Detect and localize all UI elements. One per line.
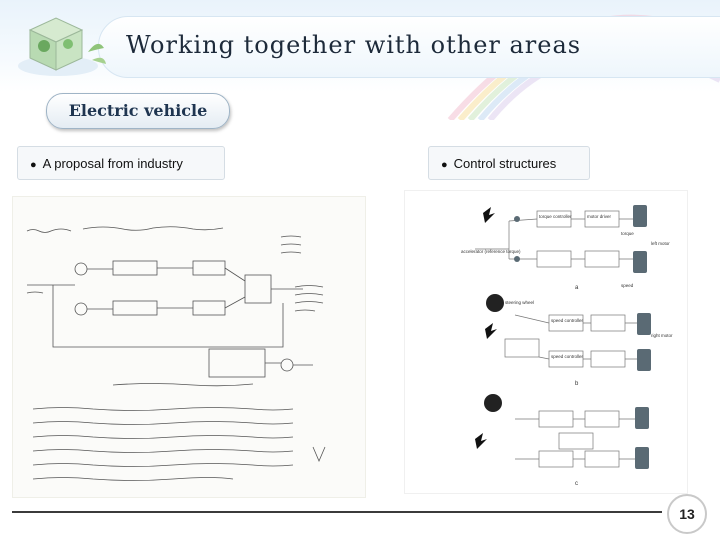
right-motor-label: right motor [651,333,673,338]
handwritten-proposal-image [12,196,366,498]
control-structures-diagram: torque controller motor driver steering … [404,190,688,494]
panel-b-label: b [575,381,579,387]
panel-c-label: c [575,481,578,487]
bullet-icon: ● [30,159,37,171]
speed-controller-2-label: speed controller [551,354,584,359]
right-section-label: ● Control structures [428,146,590,180]
torque-controller-label: torque controller [539,214,572,219]
topic-badge: Electric vehicle [46,93,230,129]
right-section-text: Control structures [453,156,557,171]
torque-signal-label: torque [621,231,634,236]
globe-cube-icon [18,17,106,76]
steering-wheel-label: steering wheel [505,300,534,305]
accelerator-label: accelerator (reference torque) [461,249,521,254]
left-motor-label: left motor [651,241,670,246]
speed-controller-label: speed controller [551,318,584,323]
footer-divider [12,511,662,513]
page-title: Working together with other areas [126,31,582,59]
panel-a-label: a [575,285,579,291]
left-section-label: ● A proposal from industry [17,146,225,180]
bullet-icon: ● [441,159,448,171]
page-number: 13 [667,494,707,534]
speed-signal-label: speed [621,283,634,288]
motor-driver-label: motor driver [587,214,612,219]
title-bar [98,16,720,78]
left-section-text: A proposal from industry [42,156,183,171]
